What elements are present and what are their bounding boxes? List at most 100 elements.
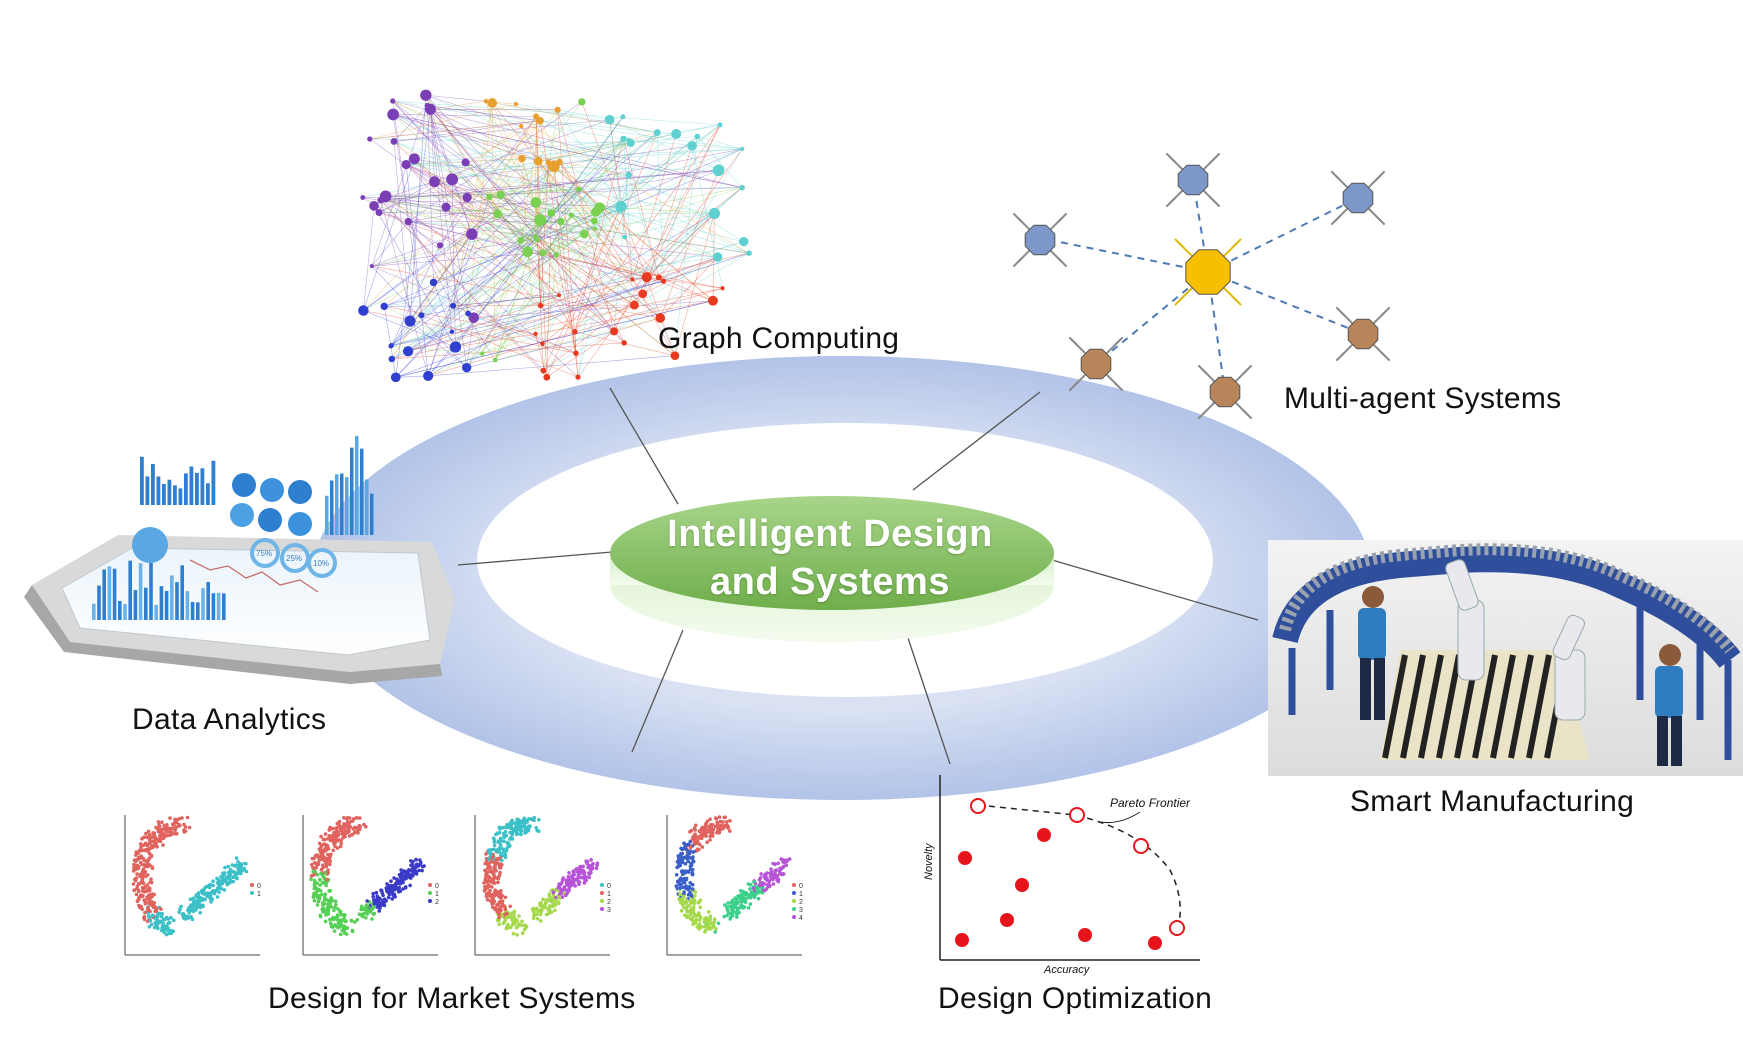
cluster-point xyxy=(353,830,358,834)
cluster-point xyxy=(375,896,380,901)
cluster-point xyxy=(146,864,150,869)
cluster-point xyxy=(154,906,159,911)
graph-edge xyxy=(421,101,583,316)
analytics-bar xyxy=(145,476,150,505)
annotation-arrow xyxy=(1099,811,1141,823)
cluster-point xyxy=(574,867,578,871)
cluster-point xyxy=(497,874,502,878)
cluster-point xyxy=(541,904,546,908)
cluster-point xyxy=(506,915,510,919)
cluster-point xyxy=(342,815,346,820)
legend-label: 3 xyxy=(607,907,611,914)
cluster-point xyxy=(191,896,196,901)
cluster-point xyxy=(521,931,525,935)
worker-figure xyxy=(1655,644,1683,766)
cluster-point xyxy=(233,864,237,868)
cluster-point xyxy=(141,871,145,875)
cluster-point xyxy=(217,890,221,894)
cluster-point xyxy=(170,826,174,831)
cluster-point xyxy=(321,909,325,914)
cluster-point xyxy=(422,864,426,868)
cluster-point xyxy=(679,908,684,913)
graph-edge xyxy=(583,206,622,235)
graph-edge xyxy=(646,213,715,278)
graph-edge xyxy=(379,207,600,213)
graph-node xyxy=(486,193,493,201)
graph-edge xyxy=(363,158,415,311)
cluster-point xyxy=(708,914,713,918)
cluster-point xyxy=(340,832,345,836)
cluster-point xyxy=(570,874,574,878)
graph-edge xyxy=(392,100,523,159)
graph-edge xyxy=(540,254,557,306)
graph-edge xyxy=(482,279,633,354)
cluster-point xyxy=(688,864,693,869)
analytics-bar xyxy=(162,483,166,505)
cluster-point xyxy=(725,823,729,827)
cluster-point xyxy=(705,920,709,925)
cluster-point xyxy=(155,923,160,928)
cluster-point xyxy=(699,833,703,837)
cluster-point xyxy=(312,883,317,887)
graph-edge xyxy=(599,207,744,242)
graph-edge xyxy=(663,252,750,282)
graph-node xyxy=(620,135,627,143)
cluster-point xyxy=(198,911,202,915)
conveyor-rollers xyxy=(1279,543,1735,654)
cluster-point xyxy=(781,872,785,876)
graph-edge xyxy=(409,233,473,322)
cluster-point xyxy=(776,861,780,866)
cluster-point xyxy=(726,826,730,830)
graph-edge xyxy=(427,105,434,283)
cluster-point xyxy=(382,903,387,908)
graph-edge xyxy=(500,194,633,280)
cluster-point xyxy=(150,913,155,918)
graph-edge xyxy=(427,105,453,180)
graph-node xyxy=(429,176,440,188)
cluster-point xyxy=(553,908,557,913)
cluster-point xyxy=(329,896,334,900)
cluster-point xyxy=(331,848,336,853)
graph-node xyxy=(536,116,544,125)
graph-node xyxy=(553,252,559,258)
cluster-point xyxy=(576,873,581,878)
cluster-point xyxy=(691,905,696,909)
cluster-point xyxy=(776,877,781,882)
graph-node xyxy=(480,351,485,356)
cluster-point xyxy=(215,876,219,881)
cluster-point xyxy=(587,871,591,875)
graph-edge xyxy=(520,120,541,241)
cluster-point xyxy=(164,932,169,937)
graph-node xyxy=(739,184,745,191)
graph-edge xyxy=(543,293,644,371)
cluster-point xyxy=(132,877,137,882)
cluster-point xyxy=(385,889,389,894)
graph-edge xyxy=(363,310,577,354)
cluster-point xyxy=(591,861,595,866)
graph-edge xyxy=(465,162,543,253)
graph-edge xyxy=(380,199,498,215)
graph-node xyxy=(446,173,459,186)
graph-edge xyxy=(542,207,600,253)
cluster-point xyxy=(135,872,139,876)
graph-edge xyxy=(546,206,622,378)
cluster-point xyxy=(375,905,380,909)
cluster-point xyxy=(500,914,505,919)
cluster-point xyxy=(355,918,360,922)
tablet-bar-charts xyxy=(92,435,374,620)
graph-edge xyxy=(380,199,544,371)
graph-edge xyxy=(632,252,750,280)
cluster-point xyxy=(517,922,522,926)
graph-edge xyxy=(594,136,698,221)
graph-edge xyxy=(543,252,750,371)
graph-edge xyxy=(500,194,661,319)
cluster-point xyxy=(729,912,734,916)
legend-swatch xyxy=(792,891,796,895)
cluster-point xyxy=(679,876,683,880)
cluster-point xyxy=(392,888,397,892)
cluster-point xyxy=(697,911,701,915)
cluster-point xyxy=(160,827,165,831)
cluster-point xyxy=(742,898,747,902)
graph-edge xyxy=(559,161,644,295)
cluster-point xyxy=(346,827,351,831)
